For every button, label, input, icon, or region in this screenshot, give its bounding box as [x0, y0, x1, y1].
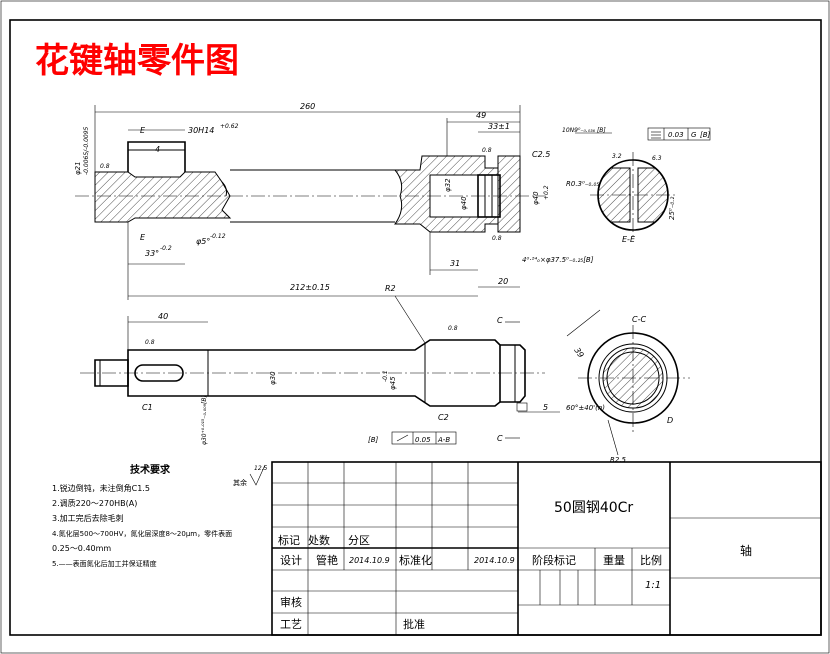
- dim-right-dia-tol: +0.2: [543, 185, 550, 200]
- dim-20: 20: [498, 277, 508, 286]
- runout-ref: A-B: [437, 436, 450, 444]
- dim-212: 212±0.15: [290, 283, 330, 292]
- dim-33: 33±1: [488, 122, 510, 131]
- dim-keyway: 30H14: [188, 126, 214, 135]
- ee-rough-2: 3.2: [612, 153, 622, 160]
- ref-b: [B]: [368, 436, 379, 444]
- thread-note: 4⁰·²⁴ₒ×φ37.5⁰₋₀.₂₅[B]: [522, 256, 594, 264]
- ee-radius: R0.3⁰₋₀.₀₅: [566, 180, 599, 188]
- dim-40: 40: [158, 312, 168, 321]
- dim-c25: C2.5: [532, 150, 550, 159]
- tech-line-1: 1.锐边倒钝，未注倒角C1.5: [52, 483, 150, 493]
- cc-r25: R2.5: [610, 456, 627, 464]
- section-cc-label: C-C: [632, 315, 646, 324]
- flat-g: G: [691, 131, 697, 139]
- top-sectional-view: [75, 141, 545, 233]
- tb-chushu: 处数: [308, 534, 330, 547]
- dim-30: φ30: [269, 371, 277, 385]
- dim-5: 5: [543, 403, 548, 412]
- label-c2: C2: [438, 413, 449, 422]
- drawing-title: 花键轴零件图: [35, 41, 239, 81]
- label-e-bottom: E: [140, 233, 146, 242]
- ee-side-dim: 25⁰₋₀.₂: [668, 197, 676, 220]
- dim-45: φ45: [389, 376, 397, 390]
- tb-date1: 2014.10.9: [349, 556, 390, 565]
- dim-4: 4: [155, 145, 160, 154]
- tech-line-6: 5.——表面氮化后加工并保证精度: [52, 559, 157, 568]
- tb-part-name: 轴: [740, 543, 752, 558]
- tech-line-2: 2.调质220～270HB(A): [52, 498, 137, 508]
- section-ee-label: E-E: [622, 235, 636, 244]
- top-dimensions: 260 49 33±1 E 30H14 +0.62 4 φ21 -0.0065/…: [74, 102, 594, 300]
- dim-keyway-tol: +0.62: [220, 123, 239, 130]
- dim-260: 260: [300, 102, 315, 111]
- rough-lower: 0.8: [145, 339, 155, 346]
- dim-right-dia: φ40: [532, 191, 540, 205]
- dim-45-tol: -0.1: [382, 370, 389, 382]
- dim-30-low: φ30⁺⁰·⁰¹⁵₋₀.₀₀₉[B]: [201, 395, 208, 445]
- tech-line-5: 0.25～0.40mm: [52, 544, 111, 553]
- flat-b: [B]: [700, 131, 711, 139]
- label-c-bottom: C: [497, 434, 503, 443]
- tb-fenqu: 分区: [348, 534, 370, 547]
- remaining-rough: 12.5: [254, 465, 268, 472]
- ee-top-note: 10N9⁰₋₀.₀₃₆ [B]: [562, 127, 606, 134]
- section-ee: 10N9⁰₋₀.₀₃₆ [B] 0.03 G [B] R0.3⁰₋₀.₀₅ 25…: [562, 127, 711, 244]
- tb-biaoji: 标记: [278, 533, 300, 547]
- cc-dim-39: 39: [572, 346, 585, 360]
- label-e-top: E: [140, 126, 146, 135]
- tb-biaozhunhua: 标准化: [399, 553, 432, 567]
- remaining-label: 其余: [233, 478, 247, 487]
- tb-material: 50圆钢40Cr: [554, 500, 633, 516]
- tb-gongyi: 工艺: [280, 618, 302, 631]
- label-c-top: C: [497, 316, 503, 325]
- tech-title: 技术要求: [130, 463, 171, 476]
- dim-cone-tol: -0.12: [210, 233, 226, 240]
- tb-pizhun: 批准: [403, 617, 425, 631]
- dim-31: 31: [450, 259, 460, 268]
- rough-left: 0.8: [100, 163, 110, 170]
- tb-shenhe: 审核: [280, 595, 302, 609]
- tech-line-4: 4.氮化层500～700HV，氮化层深度8～20μm，零件表面: [52, 529, 232, 538]
- dim-49: 49: [476, 111, 486, 120]
- dim-left-dia-tol: -0.0065/-0.0095: [83, 126, 90, 175]
- dim-left-dia: φ21: [74, 161, 82, 175]
- rough-spline-bot: 0.8: [492, 235, 502, 242]
- section-cc: C-C 39 60°±40'(n) D R2.5: [566, 309, 690, 464]
- label-r2: R2: [385, 284, 396, 293]
- technical-requirements: 技术要求 1.锐边倒钝，未注倒角C1.5 2.调质220～270HB(A) 3.…: [52, 463, 232, 568]
- rough-hub: 0.8: [448, 325, 458, 332]
- tb-guanzhu: 管艳: [316, 553, 338, 567]
- tb-sheji: 设计: [280, 554, 302, 567]
- title-block: 50圆钢40Cr 轴 标记 处数 分区 设计 管艳 2014.10.9 标准化 …: [271, 461, 822, 636]
- dim-angle-left-tol: -0.2: [160, 245, 172, 252]
- bottom-outside-view: 40 0.8 φ30 φ45 -0.1 φ30⁺⁰·⁰¹⁵₋₀.₀₀₉[B] C…: [80, 284, 560, 445]
- dim-angle-left: 33°: [145, 249, 159, 258]
- ee-rough: 6.3: [652, 155, 662, 162]
- rough-spline-top: 0.8: [482, 147, 492, 154]
- tb-bili: 比例: [640, 553, 662, 567]
- tb-date2: 2014.10.9: [474, 556, 515, 565]
- label-c1: C1: [142, 403, 153, 412]
- cc-angle: 60°±40'(n): [566, 404, 605, 412]
- tech-line-3: 3.加工完后去除毛刺: [52, 513, 124, 523]
- dim-cone: φ5°: [196, 237, 210, 246]
- runout-value: 0.05: [415, 436, 431, 444]
- tb-jieduan: 阶段标记: [532, 553, 576, 567]
- cc-d: D: [667, 416, 673, 425]
- tb-scale: 1:1: [645, 580, 661, 591]
- tb-zhongliang: 重量: [603, 553, 625, 567]
- dim-inner-dia: φ40: [460, 196, 468, 210]
- dim-hole-dia: φ32: [444, 178, 452, 192]
- remaining-rough-symbol: [249, 464, 266, 486]
- flat-tol: 0.03: [668, 131, 684, 139]
